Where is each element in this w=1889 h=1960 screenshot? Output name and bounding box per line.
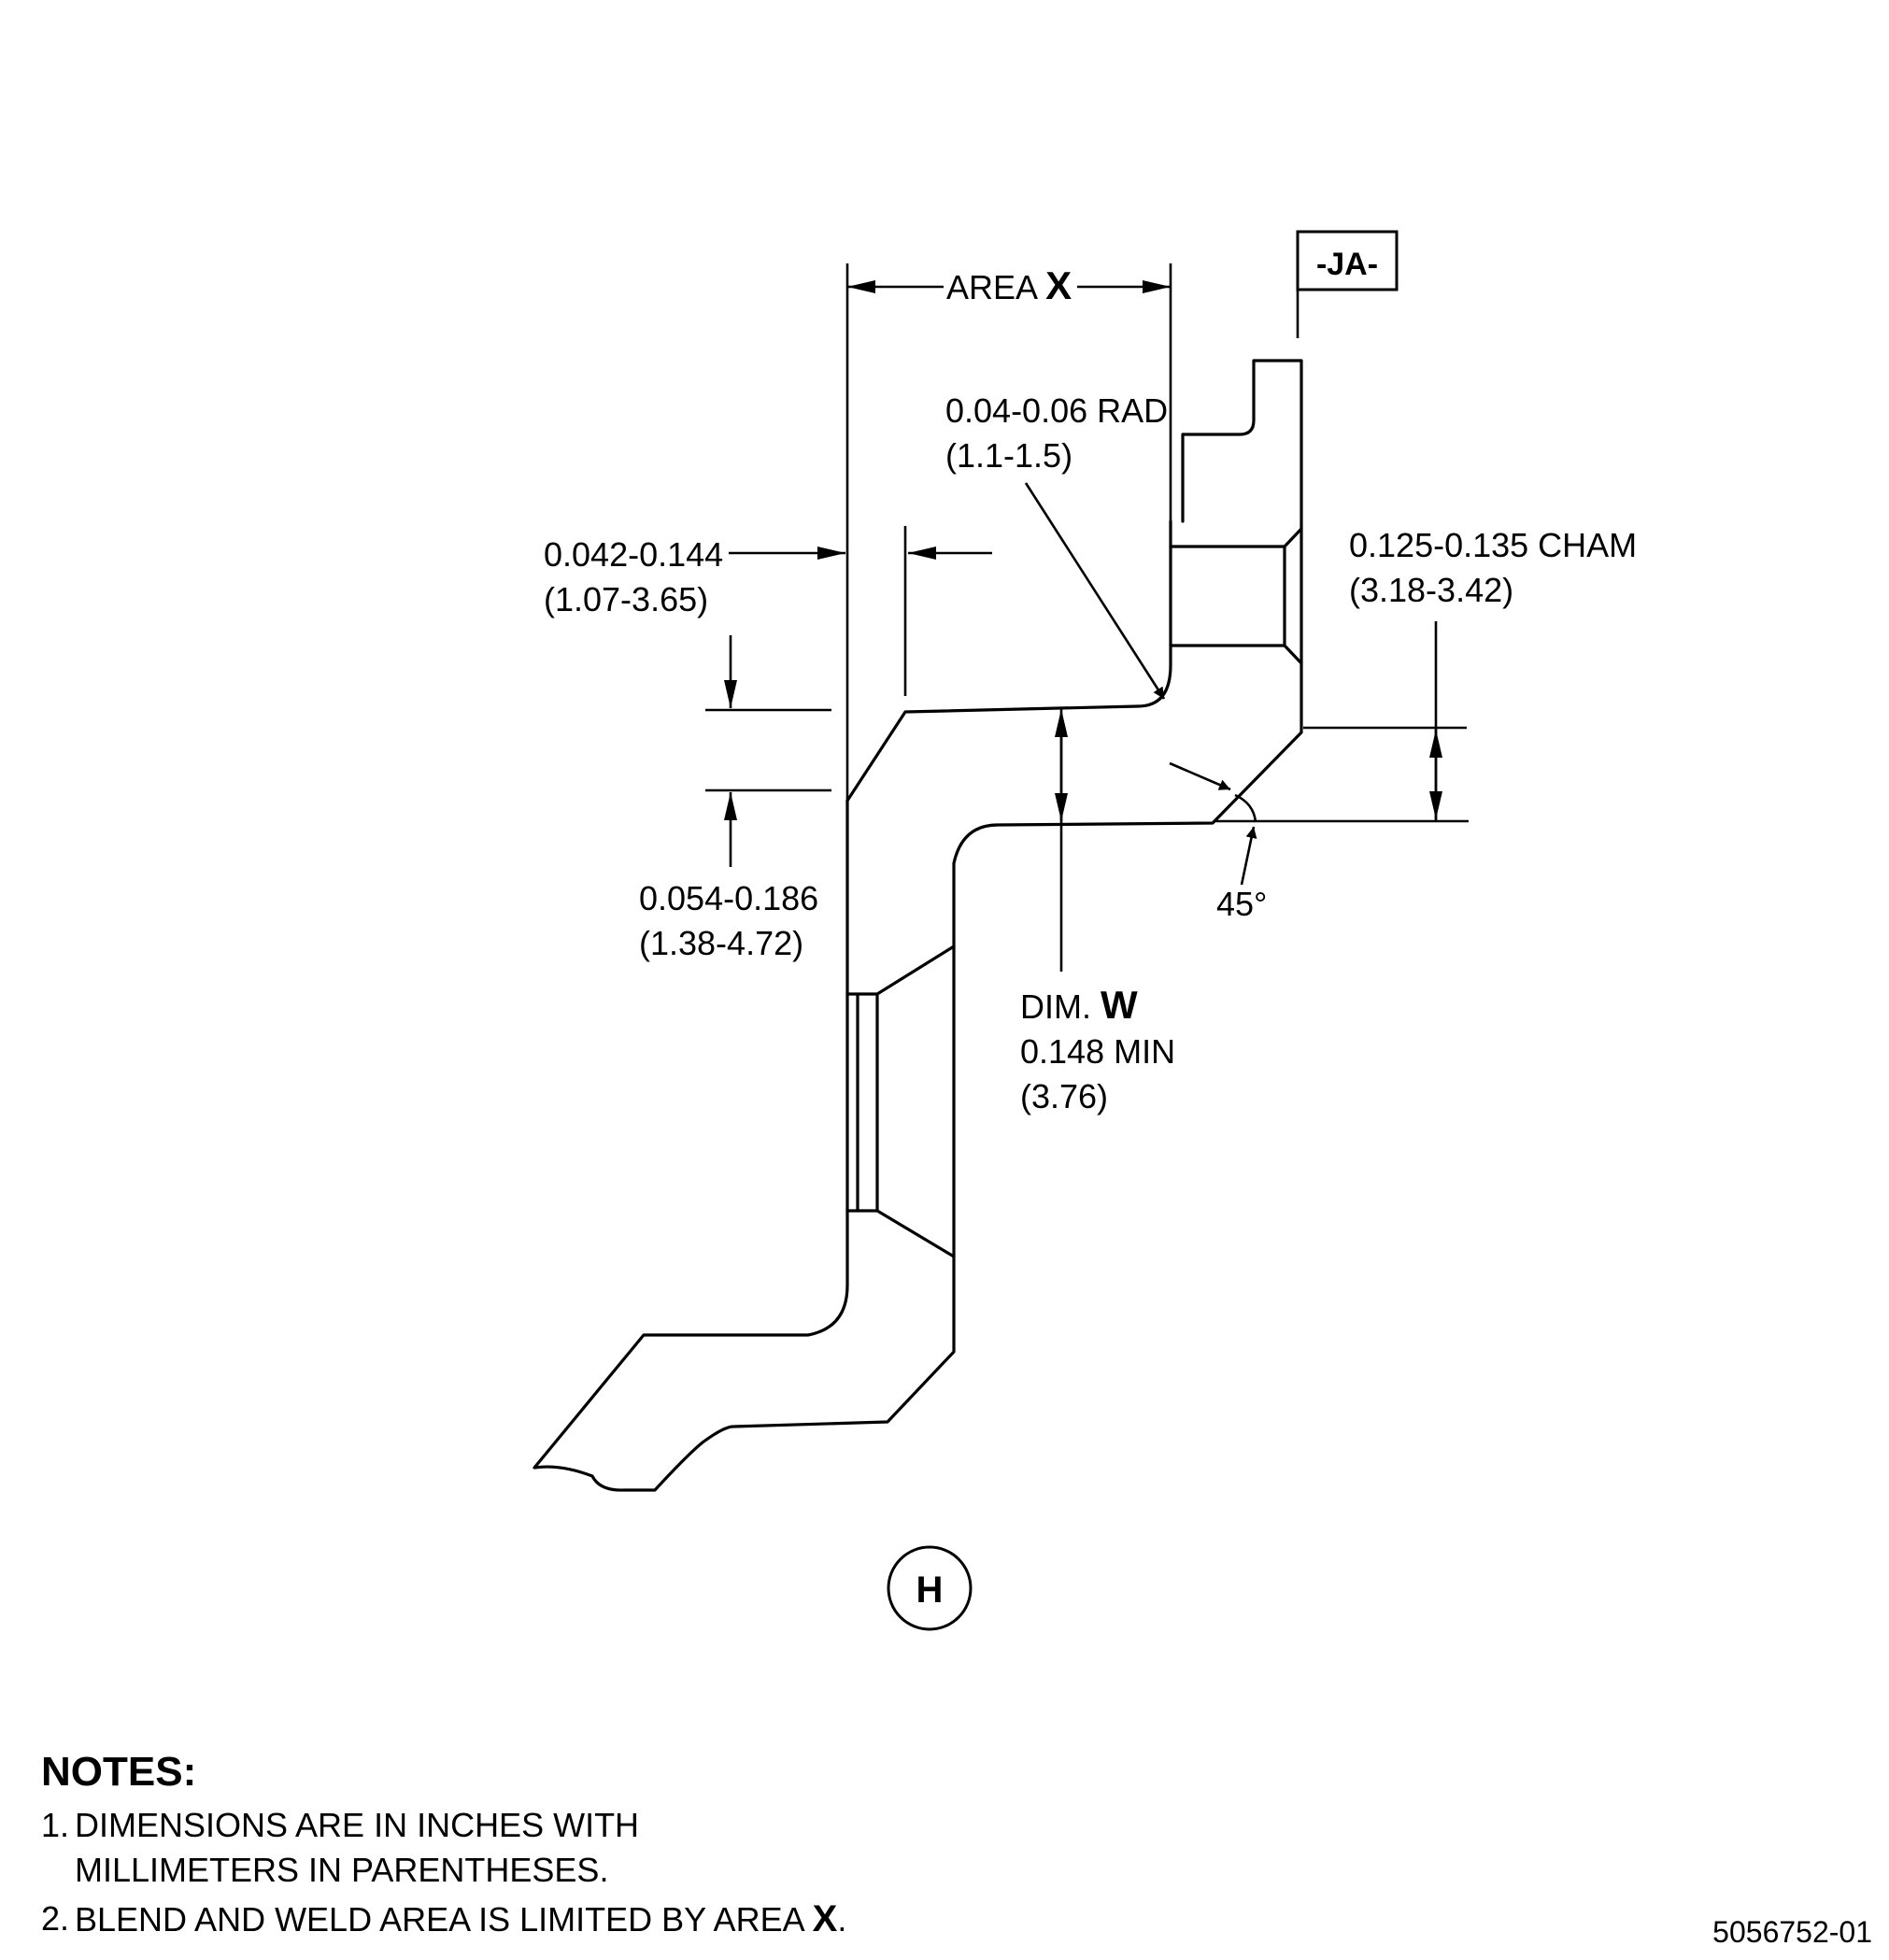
radius-mm-label: (1.1-1.5): [945, 436, 1072, 475]
cham-inch-label: 0.125-0.135 CHAM: [1349, 526, 1637, 564]
dim-w-mm-label: (3.76): [1020, 1077, 1108, 1115]
note-number: 2.: [41, 1899, 70, 1938]
part-outline: [533, 359, 1303, 1492]
dim1-mm-label: (1.07-3.65): [544, 580, 708, 618]
note-text: BLEND AND WELD AREA IS LIMITED BY AREA X…: [75, 1898, 847, 1939]
labels: AREA X -JA- 0.04-0.06 RAD (1.1-1.5) 0.04…: [544, 247, 1637, 1631]
angle-top-arrow: [1169, 761, 1231, 791]
note-number: 1.: [41, 1806, 70, 1844]
datum-box: [1296, 230, 1399, 291]
left-face-profile: [533, 359, 1303, 1492]
view-callout-label: H: [916, 1569, 944, 1611]
dim-w-label: DIM. W: [1020, 983, 1138, 1027]
notes-section: NOTES: 1. DIMENSIONS ARE IN INCHES WITH …: [41, 1749, 1102, 1942]
dim2-mm-label: (1.38-4.72): [639, 924, 803, 962]
note-item: 2. BLEND AND WELD AREA IS LIMITED BY ARE…: [41, 1896, 1102, 1942]
area-x-label: AREA X: [946, 263, 1072, 307]
note-text: DIMENSIONS ARE IN INCHES WITH MILLIMETER…: [75, 1806, 640, 1889]
note-item: 1. DIMENSIONS ARE IN INCHES WITH MILLIME…: [41, 1803, 1102, 1893]
dimensions: [705, 230, 1469, 972]
lower-hole-profile: [845, 944, 956, 1258]
notes-title: NOTES:: [41, 1749, 197, 1795]
upper-step-profile: [845, 519, 1172, 802]
dim1-inch-label: 0.042-0.144: [544, 535, 723, 574]
dim-w-inch-label: 0.148 MIN: [1020, 1032, 1175, 1071]
angle-bottom-arrow: [1240, 826, 1257, 886]
counterbore-profile: [1169, 527, 1303, 665]
radius-inch-label: 0.04-0.06 RAD: [945, 391, 1168, 430]
view-callout-circle: [887, 1545, 973, 1631]
angle-label: 45°: [1216, 885, 1267, 923]
cham-mm-label: (3.18-3.42): [1349, 571, 1513, 609]
radius-leader-arrow: [1024, 482, 1166, 700]
drawing-number: 5056752-01: [1712, 1915, 1872, 1949]
note-emphasis-letter: X: [812, 1898, 838, 1939]
dim2-inch-label: 0.054-0.186: [639, 879, 818, 917]
angle-arc: [1234, 793, 1257, 823]
datum-label: -JA-: [1316, 247, 1378, 282]
